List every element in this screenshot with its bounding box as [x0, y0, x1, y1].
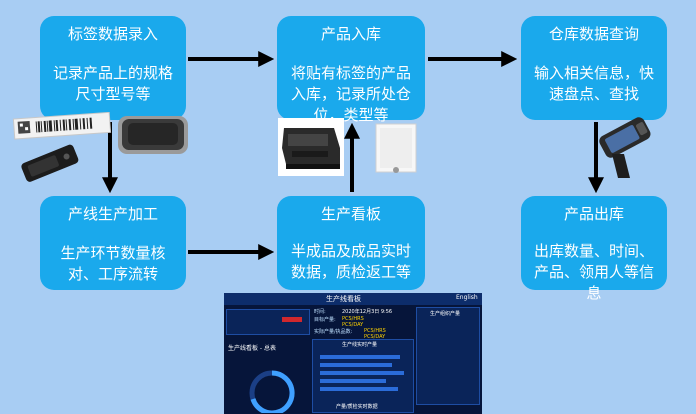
node-warehouse-out: 产品出库 出库数量、时间、产品、领用人等信息 [521, 196, 667, 302]
node-desc: 生产环节数量核对、工序流转 [60, 244, 166, 283]
node-desc: 输入相关信息，快速盘点、查找 [533, 64, 654, 103]
bottom-panel-title: 产量/质检实时数据 [336, 404, 378, 410]
node-warehouse-in: 产品入库 将贴有标签的产品入库，记录所处仓位，类型等 [277, 16, 425, 124]
handheld-scanner-photo [599, 117, 651, 178]
node-title: 生产看板 [320, 205, 381, 223]
production-dashboard-screenshot: 生产线看板 English 时间: 2020年12月3日 9:56 目标产量: … [224, 293, 482, 414]
node-desc: 将贴有标签的产品入库，记录所处仓位，类型等 [290, 64, 411, 124]
actual-rate-day: PCS/DAY [364, 334, 386, 340]
right-panel-title: 生产组织产量 [430, 311, 461, 317]
alert-indicator [282, 317, 302, 322]
node-desc: 记录产品上的规格尺寸型号等 [52, 64, 173, 103]
node-title: 产品入库 [320, 25, 381, 43]
dashboard-header [224, 293, 482, 305]
target-rate-day: PCS/DAY [342, 322, 364, 328]
target-label: 目标产量: [314, 317, 336, 323]
dashboard-left-top-panel [226, 309, 310, 335]
target-rate-hour: PCS/HRS [342, 316, 364, 322]
mid-panel-title: 生产线实时产量 [342, 342, 378, 348]
node-title: 产品出库 [563, 205, 624, 223]
date-value: 2020年12月3日 9:56 [342, 309, 393, 315]
date-label: 时间: [314, 309, 326, 315]
actual-label: 实际产量/执品数: [314, 329, 353, 335]
node-desc: 出库数量、时间、产品、领用人等信息 [533, 242, 654, 302]
dashboard-bar [320, 371, 404, 375]
dashboard-bar [320, 379, 386, 383]
dashboard-title: 生产线看板 [326, 295, 361, 303]
node-title: 仓库数据查询 [548, 25, 639, 43]
dashboard-right-panel [416, 307, 480, 405]
actual-rate-hour: PCS/HRS [364, 328, 386, 334]
rfid-label-reader-photo [12, 112, 188, 182]
rfid-device-photo [278, 118, 417, 176]
node-warehouse-query: 仓库数据查询 输入相关信息，快速盘点、查找 [521, 16, 667, 120]
node-title: 产线生产加工 [67, 205, 158, 223]
node-title: 标签数据录入 [67, 25, 158, 43]
dashboard-bar [320, 387, 398, 391]
node-label-data-entry: 标签数据录入 记录产品上的规格尺寸型号等 [40, 16, 186, 120]
dashboard-bar [320, 363, 392, 367]
node-production-line: 产线生产加工 生产环节数量核对、工序流转 [40, 196, 186, 290]
node-production-board: 生产看板 半成品及成品实时数据，质检返工等 [277, 196, 425, 290]
dashboard-bar [320, 355, 400, 359]
left-panel-title: 生产线看板 - 总表 [228, 345, 276, 352]
language-switch: English [456, 294, 478, 301]
node-desc: 半成品及成品实时数据，质检返工等 [290, 242, 411, 281]
dashboard-gauge [249, 370, 295, 413]
dashboard-mid-panel [312, 339, 414, 413]
